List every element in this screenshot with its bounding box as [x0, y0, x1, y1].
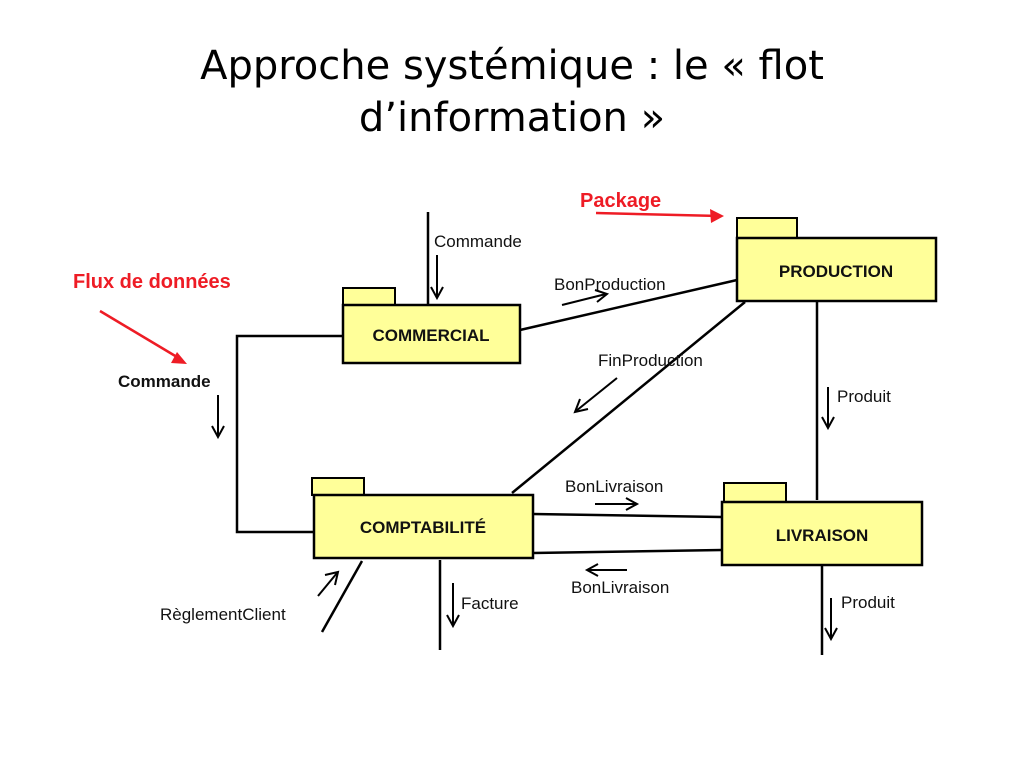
arrow-left-icon: [584, 563, 627, 577]
package-tab: [723, 482, 787, 503]
package-livraison: LIVRAISON: [720, 482, 924, 567]
annotation-package-label: Package: [580, 190, 661, 212]
arrow-down-icon: [430, 255, 444, 301]
package-tab: [736, 217, 798, 239]
package-comptabilite: COMPTABILITÉ: [311, 477, 535, 560]
arrow-down-icon: [824, 598, 838, 642]
comptabilite-livraison-top-line: [532, 512, 723, 519]
production-comptabilite-line: [511, 301, 746, 494]
package-body: [720, 500, 924, 567]
flow-label-commande-left: Commande: [118, 372, 211, 391]
flow-label-facture: Facture: [461, 594, 519, 613]
direction-arrows: [211, 255, 838, 642]
slide-title-line-2: d’information »: [358, 95, 666, 141]
arrow-right-icon: [561, 289, 610, 306]
arrow-down-icon: [821, 387, 835, 431]
package-body: [341, 303, 522, 365]
commercial-production-line: [519, 278, 738, 332]
flow-label-produit-production: Produit: [837, 387, 891, 406]
red-arrow-icon: [99, 309, 187, 364]
flow-label-fin-production: FinProduction: [598, 351, 703, 370]
annotation-data-flow-label: Flux de données: [73, 271, 231, 293]
arrow-right-icon: [595, 497, 640, 511]
flow-label-bon-production: BonProduction: [554, 275, 666, 294]
package-production: PRODUCTION: [735, 217, 938, 303]
slide-title-line-1: Approche systémique : le « flot: [200, 43, 824, 89]
slide-title: Approche systémique : le « flot d’inform…: [0, 40, 1024, 144]
flow-label-produit-livraison: Produit: [841, 593, 895, 612]
arrow-down-icon: [446, 583, 460, 629]
flow-label-bon-livraison-in: BonLivraison: [571, 578, 669, 597]
flow-labels: Commande BonProduction FinProduction Pro…: [118, 232, 895, 624]
package-tab: [342, 287, 396, 306]
package-label-commercial: COMMERCIAL: [372, 326, 489, 345]
arrow-up-right-icon: [317, 570, 340, 597]
commercial-comptabilite-loop: [235, 334, 343, 534]
flow-label-reglement-client: RèglementClient: [160, 605, 286, 624]
arrow-down-icon: [211, 395, 225, 440]
package-tab: [311, 477, 365, 496]
flow-label-commande-in: Commande: [434, 232, 522, 251]
annotation-package: Package: [580, 190, 724, 223]
package-label-livraison: LIVRAISON: [776, 526, 869, 545]
comptabilite-livraison-bottom-line: [532, 548, 723, 555]
package-body: [312, 493, 535, 560]
package-body: [735, 236, 938, 303]
red-arrow-icon: [595, 209, 724, 223]
arrow-down-left-icon: [573, 377, 618, 414]
flow-lines: [235, 212, 824, 655]
package-label-production: PRODUCTION: [779, 262, 893, 281]
package-label-comptabilite: COMPTABILITÉ: [360, 518, 486, 537]
flow-label-bon-livraison-out: BonLivraison: [565, 477, 663, 496]
reglement-line: [320, 560, 364, 633]
annotation-data-flow: Flux de données: [73, 271, 231, 364]
package-commercial: COMMERCIAL: [341, 287, 522, 365]
